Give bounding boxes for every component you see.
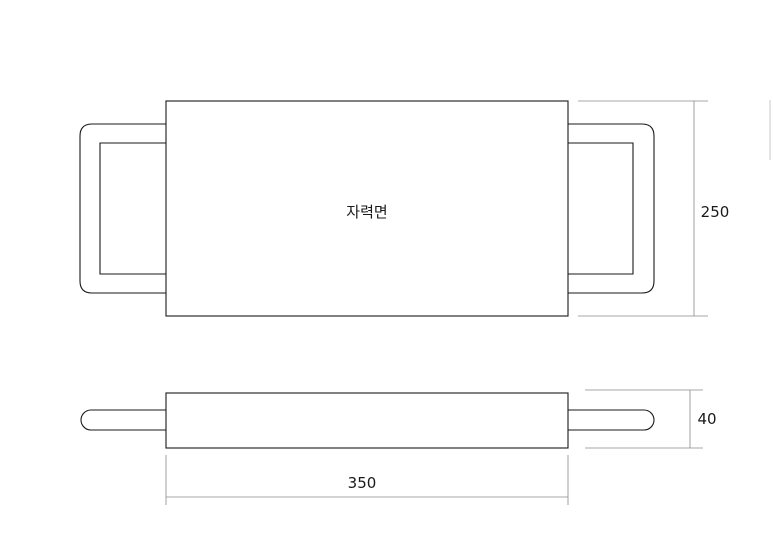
top-view: 자력면: [79, 100, 655, 317]
left-handle-inner: [99, 142, 166, 275]
magnetic-face-label: 자력면: [346, 203, 387, 221]
height-dimension-label: 250: [701, 203, 730, 221]
left-handle-side: [80, 409, 166, 431]
width-dimension: 350: [165, 455, 569, 505]
thickness-dimension-label: 40: [697, 410, 716, 428]
height-dimension: 250: [578, 100, 730, 317]
right-handle-side: [568, 409, 655, 431]
magnet-body-top: [165, 100, 569, 317]
right-handle-inner: [568, 142, 634, 275]
width-dimension-label: 350: [348, 474, 377, 492]
side-view: [80, 392, 655, 449]
left-handle-outer: [79, 123, 166, 294]
right-handle-outer: [568, 123, 655, 294]
thickness-dimension: 40: [585, 389, 717, 449]
magnet-body-side: [165, 392, 569, 449]
